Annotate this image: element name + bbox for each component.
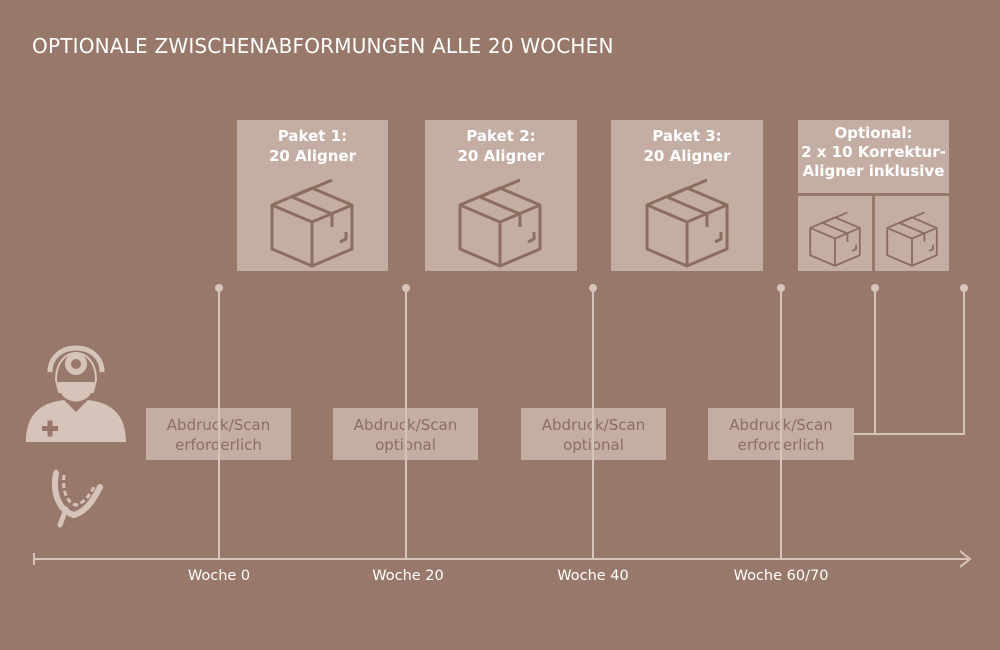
package-3-label-line1: Paket 3: <box>652 127 722 145</box>
package-2-label-line2: 20 Aligner <box>457 147 545 165</box>
connector-dot-optional-2 <box>960 284 968 292</box>
package-1-label-line2: 20 Aligner <box>269 147 356 165</box>
package-box-icon <box>809 211 861 267</box>
optional-label-line2: 2 x 10 Korrektur- <box>801 143 946 161</box>
connector-dot-optional-1 <box>871 284 879 292</box>
connector-dot-week40 <box>589 284 597 292</box>
connector-dot-week20 <box>402 284 410 292</box>
package-box-icon <box>270 178 354 268</box>
connector-dot-week0 <box>215 284 223 292</box>
package-box-icon <box>458 178 542 268</box>
doctor-icon <box>26 345 126 442</box>
package-box-icon <box>886 211 938 267</box>
week-label-40: Woche 40 <box>557 568 629 584</box>
week-label-0: Woche 0 <box>187 568 251 584</box>
aligner-tray-icon <box>52 470 103 528</box>
optional-connector-1 <box>854 288 876 435</box>
week-label-20: Woche 20 <box>372 568 444 584</box>
connector-dot-week60 <box>777 284 785 292</box>
package-3-label-line2: 20 Aligner <box>643 147 731 165</box>
optional-label-line3: Aligner inklusive <box>802 162 945 180</box>
package-2-label-line1: Paket 2: <box>466 127 536 145</box>
package-1-label-line1: Paket 1: <box>277 127 348 145</box>
timeline-arrow-head <box>959 550 972 568</box>
optional-connector-2 <box>875 288 965 435</box>
package-box-icon <box>645 178 729 268</box>
optional-label-line1: Optional: <box>834 124 913 142</box>
optional-package-box: Optional:2 x 10 Korrektur-Aligner inklus… <box>798 120 949 193</box>
diagram-title: OPTIONALE ZWISCHENABFORMUNGEN ALLE 20 WO… <box>32 34 614 58</box>
week-label-60-70: Woche 60/70 <box>733 568 829 584</box>
